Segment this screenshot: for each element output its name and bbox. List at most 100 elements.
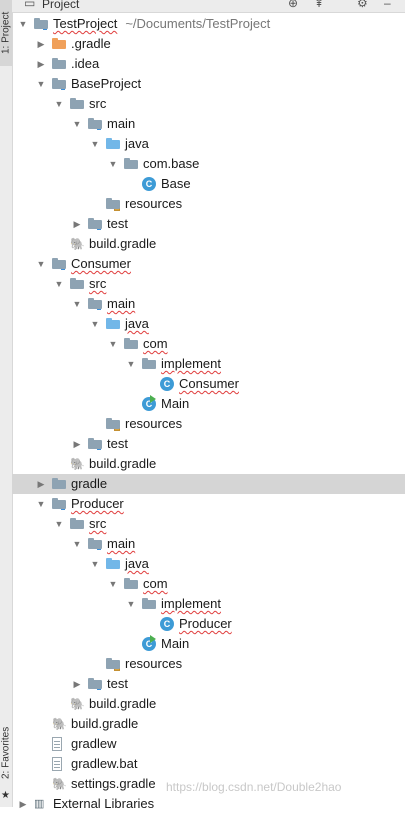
tree-row[interactable]: ▶test (12, 214, 405, 234)
collapse-arrow-icon[interactable]: ▶ (73, 439, 81, 449)
tree-row[interactable]: ▼implement (12, 354, 405, 374)
expand-arrow-icon[interactable]: ▼ (108, 579, 118, 589)
tree-item-label: resources (125, 414, 182, 434)
tree-item-name: Main (161, 396, 190, 411)
tree-row[interactable]: resources (12, 194, 405, 214)
tree-row[interactable]: ▶.idea (12, 54, 405, 74)
tree-row[interactable]: gradlew (12, 734, 405, 754)
watermark: https://blog.csdn.net/Double2hao (166, 780, 342, 794)
tree-row[interactable]: ▼ main (12, 534, 405, 554)
tree-row[interactable]: 🐘build.gradle (12, 694, 405, 714)
tree-row[interactable]: resources (12, 654, 405, 674)
expand-arrow-icon[interactable]: ▼ (54, 99, 64, 109)
collapse-arrow-icon[interactable]: ▶ (37, 479, 45, 489)
tree-item-name: implement (161, 596, 221, 611)
expand-arrow-icon[interactable]: ▼ (72, 119, 82, 129)
tree-row[interactable]: ▼Consumer (12, 254, 405, 274)
project-tool-tab[interactable]: 1: Project (0, 0, 12, 66)
gear-icon[interactable]: ⚙ (357, 0, 368, 10)
tree-row[interactable]: ▼TestProject~/Documents/TestProject (12, 14, 405, 34)
tree-item-name: main (107, 296, 136, 311)
collapse-arrow-icon[interactable]: ▶ (73, 219, 81, 229)
expand-arrow-icon[interactable]: ▼ (54, 519, 64, 529)
tree-item-label: Main (161, 634, 189, 654)
expand-arrow-icon[interactable]: ▼ (18, 19, 28, 29)
expand-arrow-icon[interactable]: ▼ (126, 599, 136, 609)
locate-icon[interactable]: ⊕ (288, 0, 299, 10)
tree-row[interactable]: 🐘build.gradle (12, 714, 405, 734)
expand-arrow-icon[interactable]: ▼ (90, 139, 100, 149)
expand-arrow-icon[interactable]: ▼ (36, 259, 46, 269)
gradle-icon: 🐘 (70, 237, 85, 251)
module-folder-icon (88, 677, 102, 691)
tree-row[interactable]: ▼ main (12, 294, 405, 314)
tree-item-name: build.gradle (71, 716, 139, 731)
tree-item-name: .gradle (71, 36, 111, 51)
expand-arrow-icon[interactable]: ▼ (90, 559, 100, 569)
tree-row[interactable]: gradlew.bat (12, 754, 405, 774)
tree-row[interactable]: ▼java (12, 134, 405, 154)
tree-item-name: main (107, 536, 136, 551)
tree-row[interactable]: ▼ com (12, 574, 405, 594)
tree-row[interactable]: resources (12, 414, 405, 434)
collapse-arrow-icon[interactable]: ▶ (37, 39, 45, 49)
module-folder-icon (52, 497, 66, 511)
source-folder-icon (106, 317, 120, 331)
tree-row[interactable]: ▼com (12, 334, 405, 354)
tree-item-name: com (143, 576, 168, 591)
panel-title[interactable]: Project (42, 0, 80, 11)
tree-row[interactable]: ▼ BaseProject (12, 74, 405, 94)
tree-item-label: build.gradle (89, 454, 156, 474)
expand-arrow-icon[interactable]: ▼ (36, 499, 46, 509)
hide-panel-icon[interactable]: – (384, 0, 391, 10)
collapse-all-icon[interactable]: ⇞ (314, 0, 325, 10)
package-icon (124, 337, 138, 351)
project-tree[interactable]: ▼TestProject~/Documents/TestProject ▶ .gra… (12, 14, 405, 814)
tree-row[interactable]: ▶test (12, 434, 405, 454)
expand-arrow-icon[interactable]: ▼ (72, 539, 82, 549)
tree-row[interactable]: ▼main (12, 114, 405, 134)
collapse-arrow-icon[interactable]: ▶ (37, 59, 45, 69)
package-icon (142, 597, 156, 611)
tree-item-name: build.gradle (89, 236, 157, 251)
tree-item-name: settings.gradle (71, 776, 156, 791)
libraries-icon: ▥ (34, 798, 45, 810)
expand-arrow-icon[interactable]: ▼ (54, 279, 64, 289)
tree-item-label: BaseProject (71, 74, 141, 94)
expand-arrow-icon[interactable]: ▼ (126, 359, 136, 369)
collapse-arrow-icon[interactable]: ▶ (73, 679, 81, 689)
collapse-arrow-icon[interactable]: ▶ (19, 799, 27, 809)
tree-row[interactable]: ▶ .gradle (12, 34, 405, 54)
expand-arrow-icon[interactable]: ▼ (108, 339, 118, 349)
expand-arrow-icon[interactable]: ▼ (108, 159, 118, 169)
tree-row[interactable]: ▼ src (12, 274, 405, 294)
tree-row[interactable]: ▼ src (12, 94, 405, 114)
tree-item-name: External Libraries (53, 796, 155, 811)
tree-item-name: BaseProject (71, 76, 142, 91)
expand-arrow-icon[interactable]: ▼ (90, 319, 100, 329)
tree-row[interactable]: 🐘build.gradle (12, 454, 405, 474)
tree-row[interactable]: ▶gradle (12, 474, 405, 494)
tree-item-name: src (89, 276, 107, 291)
tree-row[interactable]: ▼Producer (12, 494, 405, 514)
tree-item-name: java (125, 556, 149, 571)
tree-row[interactable]: ▶test (12, 674, 405, 694)
tree-row[interactable]: ▼src (12, 514, 405, 534)
favorites-tool-tab[interactable]: 2: Favorites (0, 726, 12, 780)
tree-row[interactable]: ▼com.base (12, 154, 405, 174)
tree-row[interactable]: ▼ java (12, 554, 405, 574)
expand-arrow-icon[interactable]: ▼ (36, 79, 46, 89)
tree-row[interactable]: ▼ implement (12, 594, 405, 614)
tree-row[interactable]: 🐘settings.gradle (12, 774, 405, 794)
tree-row[interactable]: ▼java (12, 314, 405, 334)
expand-arrow-icon[interactable]: ▼ (72, 299, 82, 309)
tree-item-name: src (89, 96, 107, 111)
tree-row[interactable]: 🐘 build.gradle (12, 234, 405, 254)
folder-icon (70, 517, 84, 531)
tree-row[interactable]: ▶ ▥ External Libraries (12, 794, 405, 814)
